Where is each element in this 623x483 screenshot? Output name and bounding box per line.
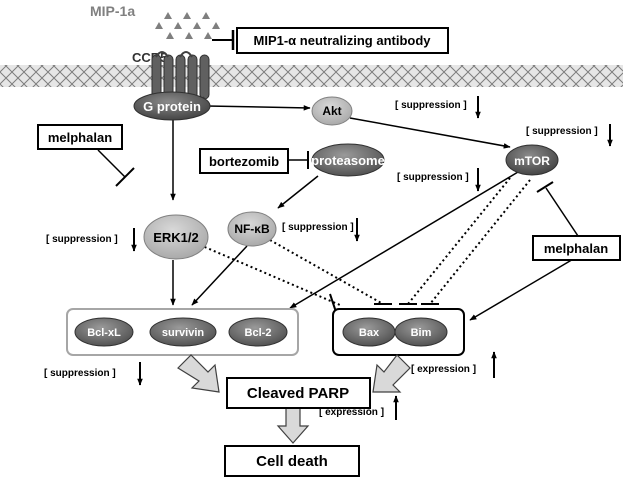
- nfkb-node: NF-κB: [227, 211, 277, 247]
- survivin-label: survivin: [162, 327, 204, 339]
- bim-node: Bim: [394, 317, 448, 347]
- cell-membrane: [0, 65, 623, 87]
- nfkb-to-antiapoptotic-arrow: [191, 245, 248, 306]
- nfkb-bim-dotted-line: [269, 239, 384, 305]
- melphalan-left-box: [37, 124, 123, 150]
- erk-label: ERK1/2: [153, 230, 199, 245]
- erk-suppression-label: [ suppression ]: [46, 234, 118, 245]
- melphalan-right-box: [532, 235, 621, 261]
- mtor-bax-dotted-line: [407, 177, 511, 305]
- dotted-inhibition-connections: [199, 177, 531, 313]
- bortezomib-label: bortezomib: [209, 154, 279, 169]
- antibody-box: [236, 27, 449, 54]
- proteasome-node: proteasome: [311, 143, 385, 177]
- antiapoptotic-to-parp-block-arrow: [177, 354, 220, 393]
- melphalan-right-inhibition-line: [545, 187, 579, 237]
- erk-node: ERK1/2: [143, 214, 209, 260]
- g-protein-node: G protein: [133, 91, 211, 121]
- mtor-suppression-label: [ suppression ]: [526, 126, 598, 137]
- bax-node: Bax: [342, 317, 396, 347]
- proapoptotic-to-parp-block-arrow: [372, 354, 411, 393]
- mtor-label: mTOR: [514, 154, 550, 168]
- mtor-bim-dotted-line: [429, 179, 531, 305]
- parp-to-celldeath-block-arrow: [276, 407, 310, 444]
- bcl-2-node: Bcl-2: [228, 317, 288, 347]
- bortezomib-box: [199, 148, 289, 174]
- akt-node: Akt: [311, 96, 353, 126]
- melphalan-inhibition-line: [97, 149, 126, 178]
- cell-death-box: [224, 445, 360, 477]
- gprotein-to-akt-arrow: [206, 105, 311, 111]
- proteasome-label: proteasome: [311, 153, 385, 168]
- survivin-node: survivin: [149, 317, 217, 347]
- proteasome-to-nfkb-arrow: [277, 175, 319, 209]
- bim-label: Bim: [411, 327, 432, 339]
- proapoptotic-expression-label: [ expression ]: [411, 364, 476, 375]
- akt-label: Akt: [322, 104, 341, 118]
- melphalan-to-proapoptotic-arrow: [469, 257, 576, 321]
- cleaved-parp-label: Cleaved PARP: [247, 385, 349, 402]
- mtor-to-antiapoptotic-arrow: [289, 171, 519, 309]
- akt-suppression-label: [ suppression ]: [395, 100, 467, 111]
- parp-expression-label: [ expression ]: [319, 407, 384, 418]
- nfkb-label: NF-κB: [234, 222, 270, 236]
- pathway-connections: [170, 105, 576, 321]
- annotations: [ suppression ] [ suppression ] [ suppre…: [44, 96, 613, 420]
- g-protein-label: G protein: [143, 99, 201, 114]
- inhibition-connections: [97, 149, 579, 237]
- bcl-2-label: Bcl-2: [245, 327, 272, 339]
- erk-bax-dotted-bar: [329, 293, 337, 313]
- cleaved-parp-box: [226, 377, 371, 409]
- proteasome-suppression-label: [ suppression ]: [397, 172, 469, 183]
- melphalan-inhibition-bar: [115, 167, 135, 187]
- bcl-xl-label: Bcl-xL: [87, 327, 121, 339]
- antiapoptotic-suppression-label: [ suppression ]: [44, 368, 116, 379]
- mtor-node: mTOR: [505, 144, 559, 176]
- antibody-label: MIP1-α neutralizing antibody: [254, 33, 432, 48]
- mip1a-label: MIP-1a: [90, 3, 135, 19]
- melphalan-right-inhibition-bar: [536, 181, 554, 193]
- melphalan-left-label: melphalan: [48, 130, 112, 145]
- melphalan-right-label: melphalan: [544, 241, 608, 256]
- cell-death-label: Cell death: [256, 453, 328, 470]
- nfkb-suppression-label: [ suppression ]: [282, 222, 354, 233]
- erk-bax-dotted-line: [199, 244, 341, 306]
- bax-label: Bax: [359, 327, 380, 339]
- mip1a-ligand-icon: [155, 12, 220, 39]
- akt-to-mtor-arrow: [349, 117, 511, 149]
- bcl-xl-node: Bcl-xL: [74, 317, 134, 347]
